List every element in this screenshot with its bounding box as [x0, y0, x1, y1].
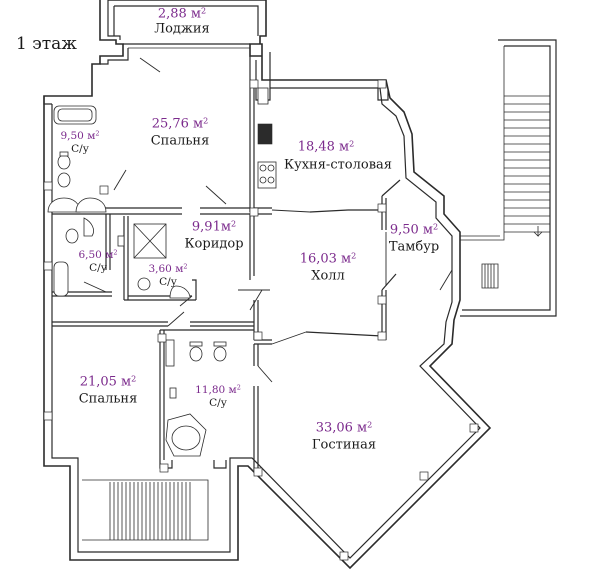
- exterior-walls: [43, 0, 492, 570]
- bath4-name: С/у: [209, 396, 227, 409]
- corridor-area: 9,91м2: [191, 219, 237, 235]
- structural-columns: [43, 79, 479, 561]
- loggia-area: 2,88 м2: [157, 6, 207, 22]
- bath1-name: С/у: [71, 142, 89, 155]
- bedroom1-area: 25,76 м2: [151, 116, 209, 132]
- staircase: [82, 39, 557, 541]
- kitchen-area: 18,48 м2: [297, 139, 355, 155]
- hall-area: 16,03 м2: [299, 251, 357, 267]
- living-name: Гостиная: [311, 437, 377, 453]
- bedroom1-name: Спальня: [150, 133, 210, 149]
- corridor-name: Коридор: [184, 236, 244, 252]
- interior-walls: [52, 56, 401, 470]
- vestibule-area: 9,50 м2: [389, 222, 439, 238]
- bath4-area: 11,80 м2: [195, 383, 241, 396]
- bath2-name: С/у: [89, 261, 107, 274]
- loggia-name: Лоджия: [154, 21, 210, 37]
- vestibule-name: Тамбур: [388, 239, 440, 255]
- door-swings: [83, 57, 453, 383]
- bath2-area: 6,50 м2: [78, 248, 118, 261]
- bath3-area: 3,60 м2: [148, 262, 188, 275]
- bedroom2-area: 21,05 м2: [79, 374, 137, 390]
- bath1-area: 9,50 м2: [60, 129, 100, 142]
- floor-label: 1 этаж: [16, 34, 77, 54]
- bath3-name: С/у: [159, 275, 177, 288]
- hall-name: Холл: [311, 268, 345, 284]
- sanitary-fixtures: [47, 87, 277, 457]
- kitchen-name: Кухня-столовая: [284, 157, 392, 173]
- bedroom2-name: Спальня: [78, 391, 138, 407]
- loggia-walls: [123, 43, 250, 49]
- living-area: 33,06 м2: [315, 420, 373, 436]
